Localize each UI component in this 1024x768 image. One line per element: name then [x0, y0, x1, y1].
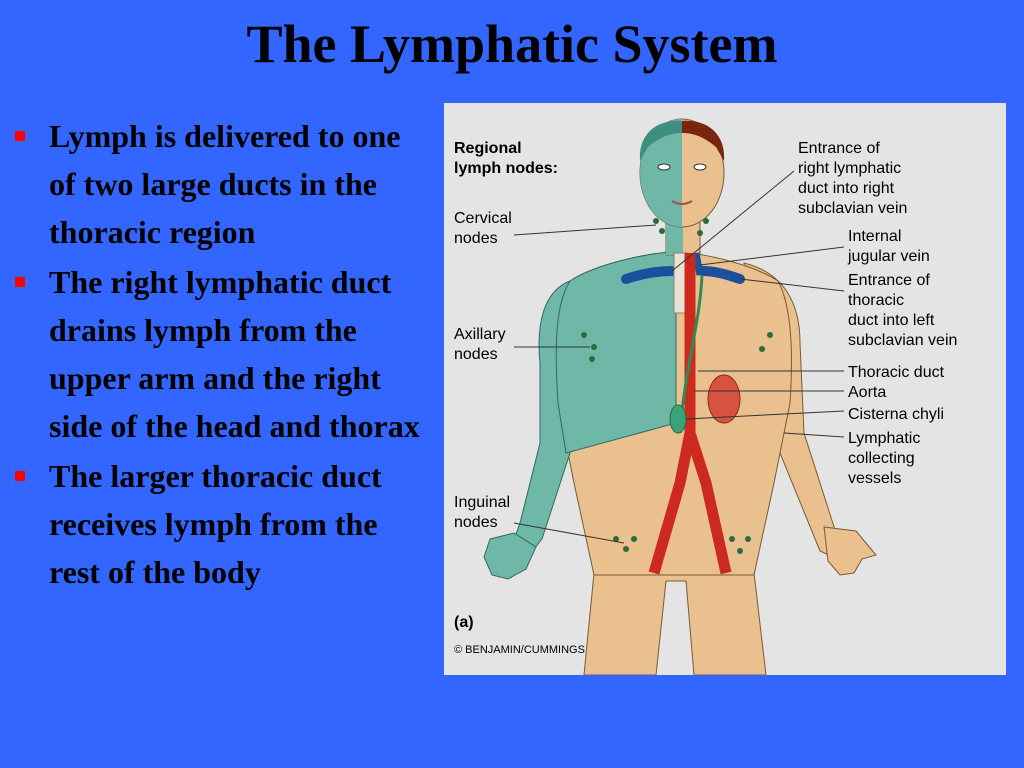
axillary-node — [759, 346, 765, 352]
collecting-leader — [783, 432, 845, 438]
hair — [682, 120, 725, 161]
collecting-label-1: Lymphatic — [848, 430, 920, 447]
bullet-item: The right lymphatic duct drains lymph fr… — [12, 258, 432, 450]
cervical-node — [697, 230, 703, 236]
inguinal-node — [745, 536, 751, 542]
axillary-node — [767, 332, 773, 338]
kidney — [707, 374, 741, 424]
collecting-label-2: collecting — [848, 450, 915, 467]
cisterna-chyli — [669, 404, 687, 434]
cervical-node — [659, 228, 665, 234]
bullet-item: Lymph is delivered to one of two large d… — [12, 112, 432, 256]
axillary-node — [589, 356, 595, 362]
cisterna-label: Cisterna chyli — [848, 406, 944, 423]
cisterna-leader — [685, 410, 845, 420]
bullet-text: The right lymphatic duct drains lymph fr… — [49, 264, 420, 444]
lymph-nodes — [581, 218, 773, 554]
body-illustration — [483, 118, 877, 675]
legs — [583, 572, 767, 675]
bullet-text: The larger thoracic duct receives lymph … — [49, 458, 382, 590]
regional-heading-1: Regional — [454, 140, 522, 157]
inguinal-node — [737, 548, 743, 554]
entrance-right-label-4: subclavian vein — [798, 200, 907, 217]
entrance-thoracic-label-2: thoracic — [848, 292, 904, 309]
jugular-label-2: jugular vein — [847, 248, 930, 265]
bullet-item: The larger thoracic duct receives lymph … — [12, 452, 432, 596]
jugular-label-1: Internal — [848, 228, 901, 245]
aorta-branch — [684, 431, 732, 575]
cervical-label-1: Cervical — [454, 210, 512, 227]
bullet-marker-icon — [15, 131, 25, 141]
jugular-leader — [699, 246, 845, 266]
inguinal-node — [613, 536, 619, 542]
hair-teal — [639, 120, 682, 161]
head-right-side — [640, 119, 682, 227]
inguinal-node — [623, 546, 629, 552]
inguinal-node — [729, 536, 735, 542]
bullet-marker-icon — [15, 471, 25, 481]
inguinal-leader — [513, 522, 625, 544]
thoracic-duct-label: Thoracic duct — [848, 364, 945, 381]
regional-heading-2: lymph nodes: — [454, 160, 558, 177]
entrance-right-label-3: duct into right — [798, 180, 895, 197]
cervical-leader — [513, 224, 657, 236]
left-subclavian-vein — [697, 266, 745, 284]
cervical-node — [703, 218, 709, 224]
entrance-right-leader — [671, 170, 795, 272]
aorta — [648, 253, 696, 575]
right-subclavian-vein — [621, 266, 677, 284]
entrance-thoracic-label-4: subclavian vein — [848, 332, 957, 349]
cervical-node — [653, 218, 659, 224]
eye-right — [657, 163, 671, 171]
credit-text: © BENJAMIN/CUMMINGS — [454, 644, 585, 656]
axillary-node — [591, 344, 597, 350]
entrance-thoracic-label-1: Entrance of — [848, 272, 930, 289]
collecting-label-3: vessels — [848, 470, 901, 487]
bullet-text: Lymph is delivered to one of two large d… — [49, 118, 401, 250]
inguinal-node — [631, 536, 637, 542]
entrance-right-label-2: right lymphatic — [798, 160, 901, 177]
left-hand — [823, 526, 877, 576]
jugular-vein — [692, 252, 704, 276]
lymphatic-diagram: Regional lymph nodes: Cervical nodes Axi… — [444, 103, 1006, 675]
cervical-label-2: nodes — [454, 230, 498, 247]
right-drainage-region — [555, 234, 683, 454]
axillary-label-1: Axillary — [454, 326, 506, 343]
axillary-node — [581, 332, 587, 338]
panel-label: (a) — [454, 614, 474, 631]
inguinal-label-1: Inguinal — [454, 494, 510, 511]
slide-title: The Lymphatic System — [246, 14, 778, 74]
entrance-thoracic-leader — [739, 278, 845, 292]
entrance-thoracic-label-3: duct into left — [848, 312, 935, 329]
aorta-label: Aorta — [848, 384, 886, 401]
entrance-right-label-1: Entrance of — [798, 140, 880, 157]
eye-left — [693, 163, 707, 171]
axillary-label-2: nodes — [454, 346, 498, 363]
bullet-list: Lymph is delivered to one of two large d… — [12, 112, 432, 598]
vessels — [621, 252, 745, 575]
leader-lines — [513, 170, 845, 544]
bullet-marker-icon — [15, 277, 25, 287]
mouth — [671, 200, 693, 205]
right-hand — [483, 532, 537, 580]
inguinal-label-2: nodes — [454, 514, 498, 531]
